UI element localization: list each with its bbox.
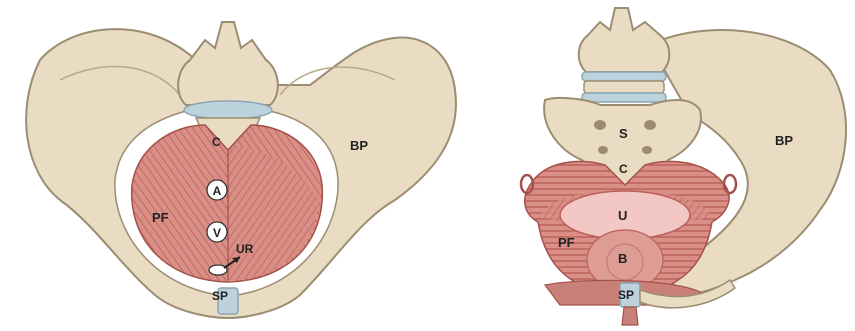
left-disc [184,101,272,119]
left-label-ur: UR [236,242,254,256]
left-label-pf: PF [152,210,169,225]
right-label-s: S [619,126,628,141]
right-pelvis [521,8,846,325]
right-vertebra [579,8,670,72]
urethra-opening [209,265,227,275]
right-label-pf: PF [558,235,575,250]
left-label-sp: SP [212,289,228,303]
left-label-a: A [213,184,222,198]
right-label-u: U [618,208,627,223]
right-label-sp: SP [618,288,634,302]
left-label-bp: BP [350,138,368,153]
left-label-c: C [212,135,221,149]
right-label-bp: BP [775,133,793,148]
left-vertebra [178,22,278,105]
left-label-v: V [213,226,221,240]
right-label-c: C [619,162,628,176]
right-label-b: B [618,251,627,266]
left-pelvis [26,22,456,318]
